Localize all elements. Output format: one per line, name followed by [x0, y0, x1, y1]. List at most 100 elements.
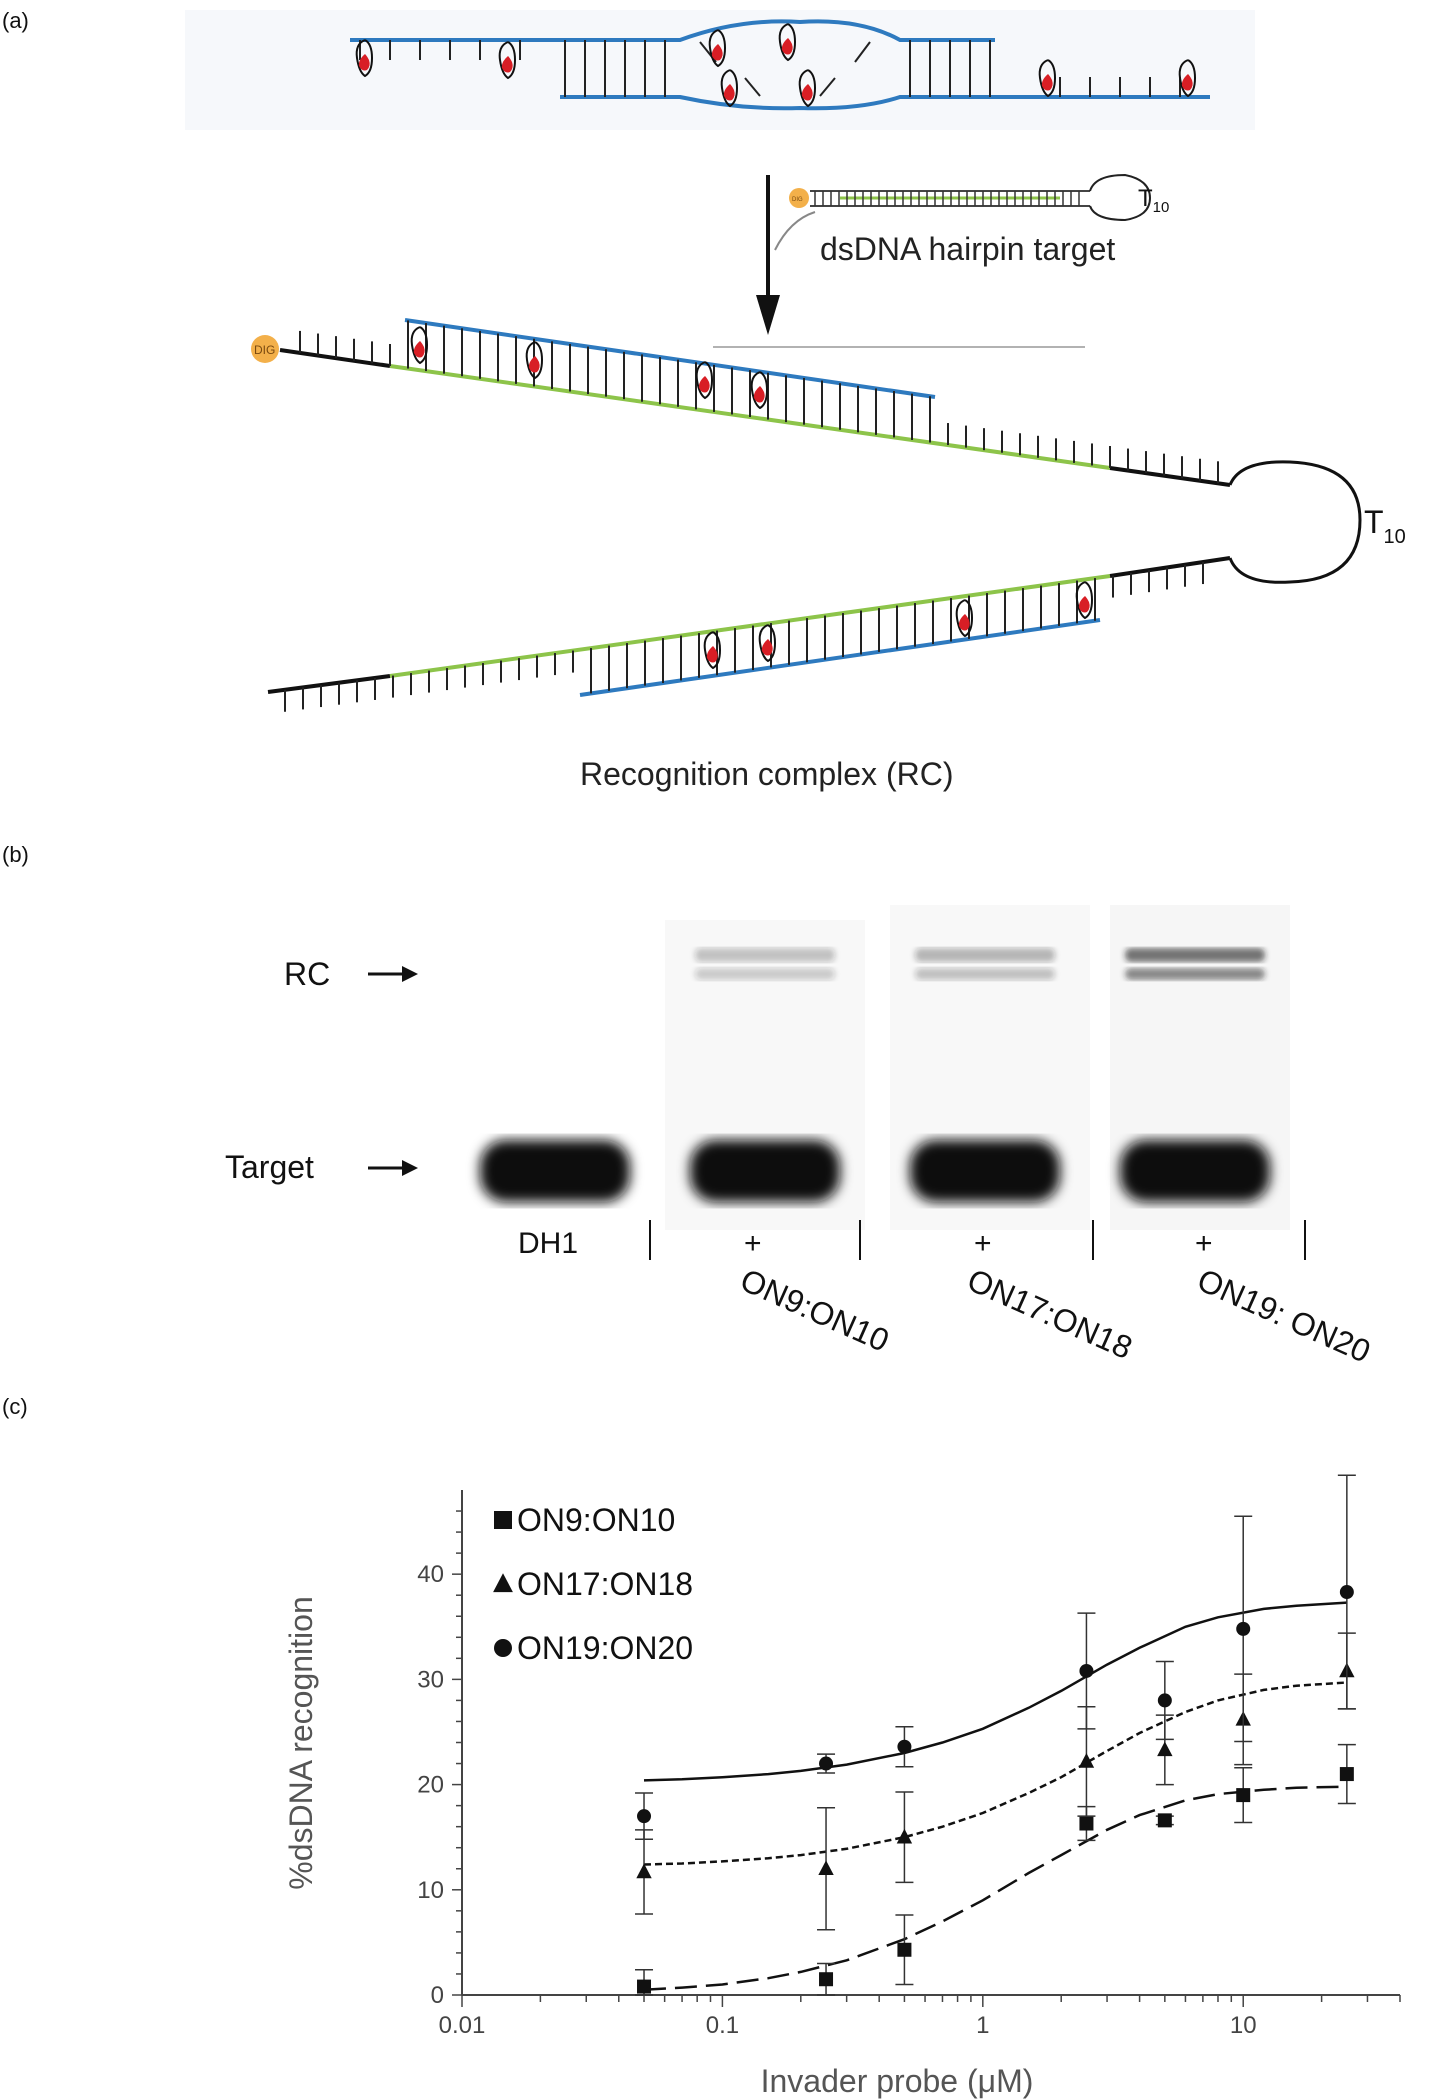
y-tick-label: 10 [417, 1877, 444, 1904]
x-tick-label: 0.01 [439, 2012, 486, 2039]
x-tick-label: 0.1 [706, 2012, 739, 2039]
data-point-circle [1236, 1621, 1251, 1636]
data-point-circle [1157, 1693, 1172, 1708]
intercalator-markers [355, 23, 1197, 108]
fit-curve [643, 1681, 1347, 1866]
lower-strand [560, 95, 1210, 111]
intercalator-drop-icon [1075, 581, 1094, 620]
rc-band [1125, 948, 1265, 962]
probe-label-2: ON17:ON18 [962, 1262, 1137, 1367]
dshairpin-target-label: dsDNA hairpin target [820, 231, 1115, 267]
dig-tag-small-label: DIG [792, 197, 803, 203]
rc-band [1125, 968, 1265, 980]
legend-entry-label: ON9:ON10 [517, 1502, 675, 1538]
fit-curve [643, 1601, 1347, 1782]
panel-c: (c) %dsDNA recognition Invader probe (μM… [2, 1394, 1401, 2099]
rc-arrow-icon [368, 966, 418, 982]
panel-c-label: (c) [2, 1394, 28, 1419]
data-point-circle [637, 1809, 652, 1824]
data-point-circle [1339, 1585, 1354, 1600]
panel-b: (b) RC Target DH1 + + + ON9:ON10 ON [2, 842, 1376, 1370]
rc-band-label: RC [284, 956, 330, 992]
series-on9-on10 [635, 1743, 1356, 1996]
y-tick-label: 30 [417, 1666, 444, 1693]
target-band-label: Target [225, 1149, 314, 1185]
intercalator-drop-icon [355, 39, 374, 78]
data-point-triangle [493, 1573, 513, 1593]
intercalator-drop-icon [498, 41, 517, 80]
invader-duplex-schematic [185, 10, 1255, 130]
target-band [480, 1140, 630, 1202]
y-tick-label: 20 [417, 1772, 444, 1799]
upper-strand [350, 19, 995, 42]
gel-bands [480, 948, 1270, 1202]
series-on19-on20 [635, 1474, 1356, 1841]
rc-band [695, 968, 835, 980]
target-band [1120, 1140, 1270, 1202]
intercalator-drop-icon [1038, 59, 1057, 98]
recognition-complex-label: Recognition complex (RC) [580, 756, 953, 792]
data-point-triangle [1157, 1741, 1173, 1757]
panel-a: (a) DIG T10 dsDNA hairpin target [2, 8, 1406, 792]
data-point-triangle [896, 1828, 913, 1844]
lane-label-3: + [974, 1227, 992, 1260]
lane-dividers [649, 1220, 1306, 1260]
x-tick-label: 1 [976, 2012, 989, 2039]
legend-entry-label: ON19:ON20 [517, 1630, 693, 1666]
intercalator-drop-icon [758, 624, 777, 663]
data-point-square [1339, 1767, 1354, 1782]
series-on17-on18 [635, 1632, 1356, 1931]
data-point-circle [494, 1639, 512, 1657]
intercalator-drop-icon [1178, 59, 1197, 98]
rc-band [915, 968, 1055, 980]
small-hairpin-target: DIG T10 dsDNA hairpin target [774, 173, 1169, 267]
complex-base-pairs [284, 320, 1219, 712]
intercalator-drop-icon [798, 69, 817, 108]
probe-label-3: ON19: ON20 [1192, 1262, 1376, 1370]
intercalator-drop-icon [708, 29, 727, 68]
data-point-square [1157, 1813, 1172, 1828]
lane-label-1: DH1 [518, 1227, 578, 1260]
rc-band [695, 948, 835, 962]
data-point-square [494, 1511, 512, 1529]
target-arrow-icon [368, 1160, 418, 1176]
y-axis-title: %dsDNA recognition [283, 1596, 319, 1889]
legend-entry-label: ON17:ON18 [517, 1566, 693, 1602]
data-point-triangle [818, 1860, 834, 1876]
reaction-arrow [756, 175, 780, 335]
panel-a-label: (a) [2, 8, 29, 33]
probe-label-1: ON9:ON10 [735, 1262, 894, 1359]
lane-label-2: + [744, 1227, 762, 1260]
intercalator-drop-icon [750, 371, 769, 410]
data-point-square [1236, 1788, 1251, 1803]
intercalator-drop-icon [778, 23, 797, 62]
x-tick-label: 10 [1230, 2012, 1257, 2039]
intercalator-drop-icon [703, 631, 722, 670]
dig-tag-main-label: DIG [254, 343, 275, 357]
recognition-complex-schematic: DIG T10 [251, 318, 1406, 712]
fit-curve [643, 1785, 1347, 1991]
data-point-circle [897, 1739, 912, 1754]
panel-b-label: (b) [2, 842, 29, 867]
intercalator-drop-icon [410, 326, 429, 365]
data-point-triangle [636, 1863, 652, 1879]
lane-label-4: + [1195, 1227, 1213, 1260]
rc-band [915, 948, 1055, 962]
data-point-circle [819, 1756, 834, 1771]
x-axis-title: Invader probe (μM) [761, 2063, 1034, 2099]
data-point-square [819, 1972, 834, 1987]
complex-intercalator-markers [410, 326, 1094, 670]
loop-label-small: T10 [1138, 185, 1169, 216]
intercalator-drop-icon [720, 69, 739, 108]
data-point-triangle [1078, 1753, 1095, 1768]
dig-tag-main-icon [251, 335, 279, 363]
data-point-square [1079, 1816, 1094, 1831]
intercalator-drop-icon [955, 599, 974, 638]
loop-label-main: T10 [1364, 504, 1406, 548]
data-point-square [637, 1979, 652, 1994]
y-tick-label: 0 [431, 1982, 444, 2009]
target-band [690, 1140, 840, 1202]
dose-response-chart: %dsDNA recognition Invader probe (μM) 0.… [283, 1474, 1401, 2099]
